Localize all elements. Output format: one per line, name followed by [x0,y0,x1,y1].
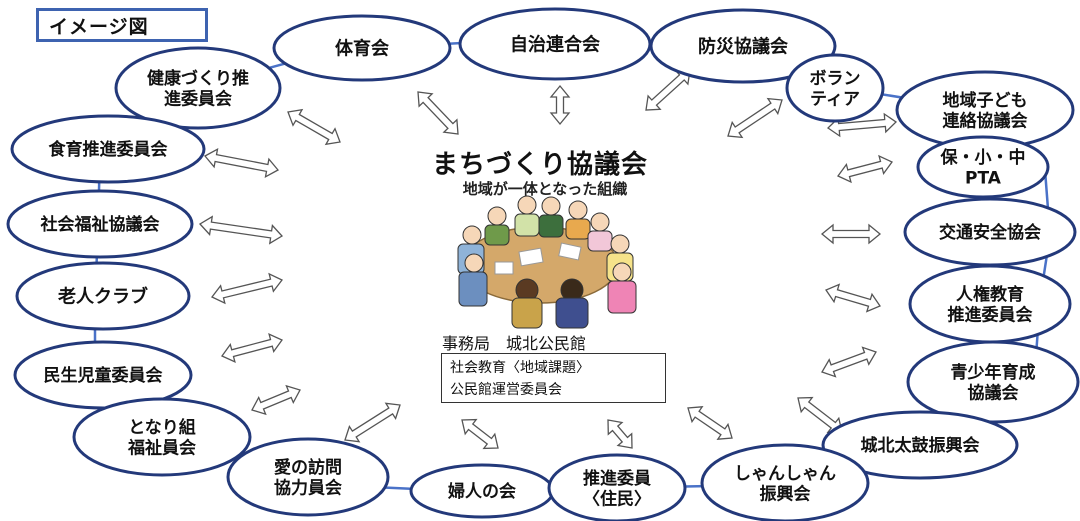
node-label: しゃんしゃん [734,464,836,484]
node-label: 体育会 [335,37,389,59]
council-subtitle: 地域が一体となった組織 [462,180,628,198]
node-bousai: 防災協議会 [649,8,837,84]
double-arrow-icon [549,84,571,126]
node-label: 城北太鼓振興会 [861,435,980,456]
node-label: 協力員会 [274,477,342,498]
node-fujinkai: 婦人の会 [409,463,555,519]
node-label: 婦人の会 [447,481,516,502]
node-ellipse [821,410,1019,480]
double-arrow-icon [344,402,401,443]
node-label: 老人クラブ [58,285,148,307]
node-label: 社会福祉協議会 [40,214,160,235]
node-label: 福祉員会 [127,437,196,458]
node-ellipse [547,453,687,521]
node-koutsuu: 交通安全協会 [903,197,1077,267]
meeting-illustration [457,195,637,329]
nodes-layer: 体育会自治連合会防災協議会健康づくり推進委員会ボランティア地域子ども連絡協議会食… [6,7,1080,521]
double-arrow-icon [607,419,633,449]
node-label: 推進委員会 [948,304,1033,325]
double-arrow-icon [221,332,283,364]
node-label: 推進委員 [583,468,651,489]
node-ellipse [226,437,390,517]
node-ellipse [6,189,194,259]
node-label: 青少年育成 [951,362,1036,383]
node-minsei: 民生児童委員会 [13,340,193,410]
node-label: 〈住民〉 [583,488,651,509]
double-arrow-icon [210,272,284,305]
node-ellipse [700,443,870,521]
node-label: 食育推進委員会 [49,139,168,160]
node-ellipse [15,261,191,331]
node-ellipse [916,135,1050,199]
node-ellipse [649,8,837,84]
node-ellipse [272,14,452,82]
double-arrow-icon [287,108,341,146]
arrows-layer [198,69,898,450]
node-jichi: 自治連合会 [458,7,652,81]
node-label: 協議会 [968,382,1019,403]
double-arrow-icon [645,69,691,111]
node-label: 健康づくり推 [147,68,249,89]
node-ellipse [72,397,252,477]
node-label: 愛の訪問 [274,457,342,478]
committee-box: 社会教育〈地域課題〉 公民館運営委員会 [441,353,666,403]
node-ellipse [10,114,206,184]
node-label: となり組 [128,417,196,438]
double-arrow-icon [837,154,893,184]
double-arrow-icon [727,97,783,139]
committee-line-2: 公民館運営委員会 [450,382,562,398]
node-shakai-fukushi: 社会福祉協議会 [6,189,194,259]
double-arrow-icon [687,406,733,440]
node-suishin: 推進委員〈住民〉 [547,453,687,521]
node-label: ティア [810,89,860,109]
node-label: ボラン [810,69,861,89]
node-label: 自治連合会 [510,33,600,55]
node-shokuiku: 食育推進委員会 [10,114,206,184]
node-label: 振興会 [760,483,811,504]
double-arrow-icon [821,346,877,378]
node-label: 防災協議会 [698,35,788,57]
double-arrow-icon [825,283,881,313]
double-arrow-icon [417,91,459,135]
node-taiikukai: 体育会 [272,14,452,82]
node-johoku-taiko: 城北太鼓振興会 [821,410,1019,480]
double-arrow-icon [461,418,499,450]
secretariat-label: 事務局 城北公民館 [442,334,587,353]
double-arrow-icon [251,384,301,416]
node-label: PTA [965,168,1002,188]
double-arrow-icon [203,147,280,179]
node-roujin: 老人クラブ [15,261,191,331]
node-label: 連絡協議会 [943,110,1028,131]
node-ellipse [114,46,282,130]
node-label: 保・小・中 [940,147,1026,168]
image-label: イメージ図 [36,8,208,42]
double-arrow-icon [198,215,284,245]
node-ellipse [785,53,885,123]
node-label: 地域子ども [943,90,1028,111]
node-label: 進委員会 [164,88,232,109]
node-label: 民生児童委員会 [44,365,163,386]
committee-line-1: 社会教育〈地域課題〉 [450,360,590,376]
node-label: 人権教育 [956,284,1024,305]
council-title: まちづくり協議会 [431,150,648,180]
double-arrow-icon [820,223,882,245]
node-label: 交通安全協会 [939,222,1041,243]
